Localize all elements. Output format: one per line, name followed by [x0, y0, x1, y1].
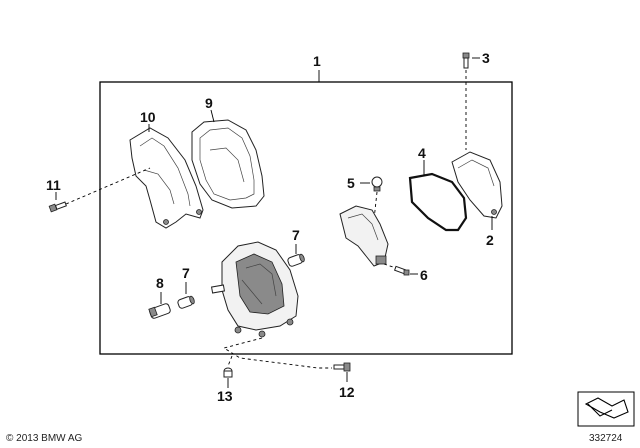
leader-6-dash — [383, 263, 397, 269]
callout-8: 8 — [156, 275, 164, 291]
diagram-number: 332724 — [589, 433, 623, 444]
part-bulb-5[interactable] — [371, 176, 383, 192]
callout-4: 4 — [418, 145, 426, 161]
callout-7-right: 7 — [292, 227, 300, 243]
leader-9 — [210, 109, 215, 123]
callout-7-left: 7 — [182, 265, 190, 281]
bent-arrow-icon[interactable] — [577, 391, 635, 427]
part-spacer-7-left[interactable] — [177, 295, 195, 310]
part-screw-11[interactable] — [48, 201, 67, 213]
part-bracket-10[interactable] — [129, 127, 204, 229]
assembly-frame — [99, 81, 513, 355]
part-gasket-9[interactable] — [191, 119, 265, 209]
part-screw-12[interactable] — [333, 362, 351, 372]
copyright-text: © 2013 BMW AG — [6, 433, 83, 444]
callout-6: 6 — [420, 267, 428, 283]
callout-10: 10 — [140, 109, 156, 125]
callout-13: 13 — [217, 388, 233, 404]
part-screw-3[interactable] — [462, 52, 470, 69]
leader-12-13-dash — [222, 337, 332, 369]
part-socket-assembly[interactable] — [339, 205, 389, 267]
part-seal-4[interactable] — [408, 172, 468, 232]
callout-11: 11 — [46, 177, 61, 193]
part-housing[interactable] — [210, 241, 299, 338]
callout-12: 12 — [339, 384, 355, 400]
part-nut-13[interactable] — [223, 367, 233, 378]
callout-9: 9 — [205, 95, 213, 111]
callout-2: 2 — [486, 232, 494, 248]
callout-1: 1 — [313, 53, 321, 69]
leader-13-dash — [227, 355, 233, 367]
callout-3: 3 — [482, 50, 490, 66]
part-sleeve-8[interactable] — [148, 303, 171, 319]
part-cover-2[interactable] — [451, 151, 503, 219]
callout-5: 5 — [347, 175, 355, 191]
part-screw-6[interactable] — [393, 265, 410, 276]
part-spacer-7-right[interactable] — [287, 253, 305, 268]
